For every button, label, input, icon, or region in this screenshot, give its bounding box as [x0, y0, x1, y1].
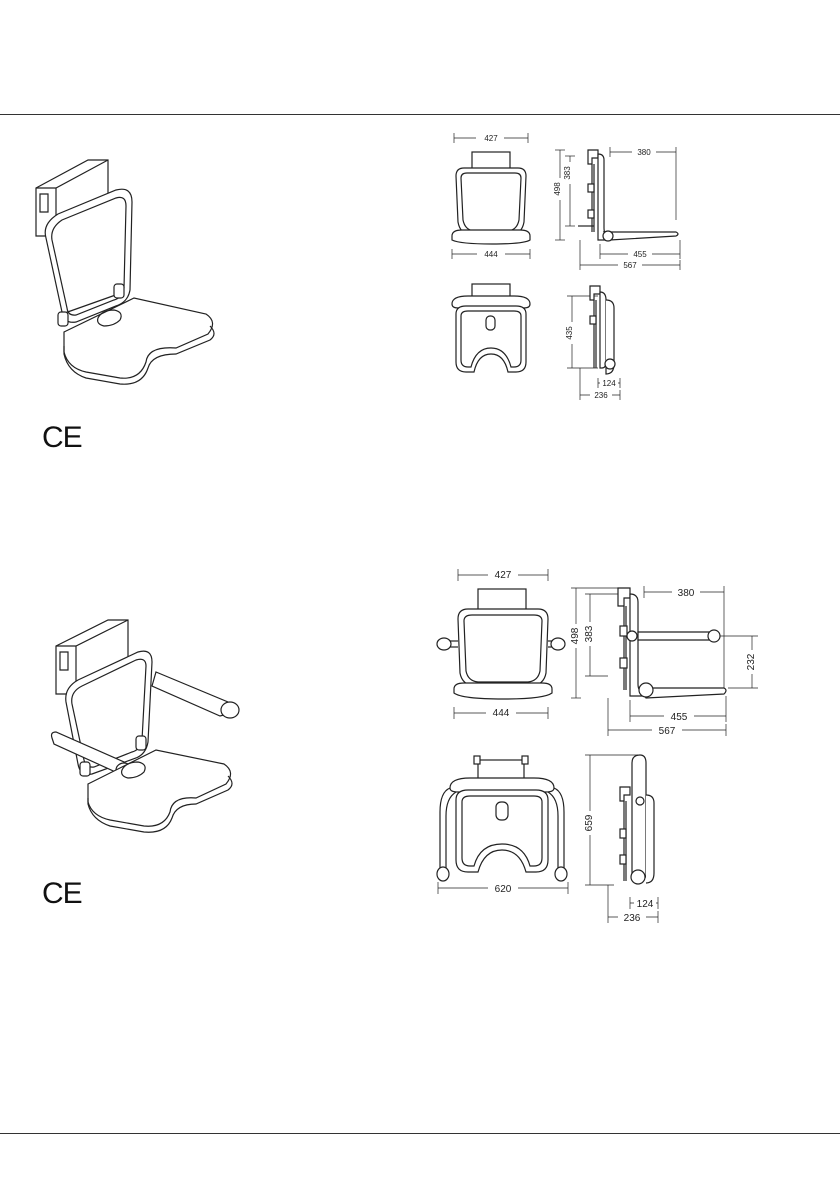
dim-444: 444 — [484, 250, 498, 259]
side-view-seat-folded: 435 124 236 — [548, 282, 648, 407]
ce-mark: CE — [42, 421, 82, 455]
bottom-rule — [0, 1133, 840, 1134]
dim-236: 236 — [624, 913, 641, 924]
dim-380: 380 — [637, 148, 651, 157]
seat-with-arms-perspective-drawing — [48, 612, 248, 842]
front-view-arms-top: 427 444 — [434, 565, 564, 725]
dim-435: 435 — [565, 326, 574, 340]
dim-567: 567 — [659, 726, 676, 737]
top-rule — [0, 114, 840, 115]
dim-455: 455 — [633, 250, 647, 259]
dim-444: 444 — [493, 708, 510, 719]
dim-659: 659 — [584, 814, 595, 831]
ce-mark: CE — [42, 877, 82, 911]
front-view-seat-folded — [448, 282, 538, 377]
dim-124: 124 — [602, 379, 616, 388]
dim-380: 380 — [678, 588, 695, 599]
dim-427: 427 — [484, 134, 498, 143]
dim-383: 383 — [563, 166, 572, 180]
front-view-arms-folded: 620 — [430, 752, 575, 897]
side-view-arms-folded: 659 124 236 — [578, 745, 678, 930]
side-view-arms-top: 498 383 380 232 455 — [568, 580, 768, 740]
dim-427: 427 — [495, 570, 512, 581]
dim-383: 383 — [584, 625, 595, 642]
dim-498: 498 — [570, 627, 581, 644]
dim-124: 124 — [637, 899, 654, 910]
dim-567: 567 — [623, 261, 637, 270]
dim-232: 232 — [746, 653, 757, 670]
dim-236: 236 — [594, 391, 608, 400]
seat-perspective-drawing — [28, 150, 228, 390]
dim-455: 455 — [671, 712, 688, 723]
dim-620: 620 — [495, 884, 512, 895]
dim-498: 498 — [553, 182, 562, 196]
side-view-seat-top: 498 383 380 455 567 — [548, 140, 693, 275]
front-view-seat-top: 427 444 — [448, 130, 538, 265]
